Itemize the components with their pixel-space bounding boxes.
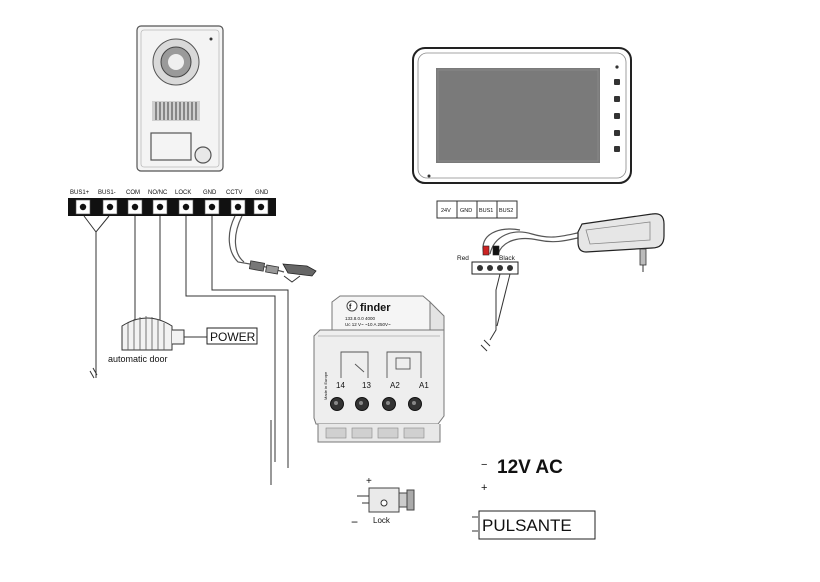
power-label: POWER: [210, 330, 256, 344]
terminal-label: CCTV: [226, 190, 242, 196]
monitor-terminal-label: BUS1: [479, 208, 493, 214]
terminal-label: COM: [126, 190, 140, 196]
monitor-side-buttons: [614, 65, 620, 152]
relay-terminal-label: 14: [336, 381, 345, 390]
terminal-label: NO/NC: [148, 190, 168, 196]
red-wire-label: Red: [457, 255, 469, 262]
lock-label: Lock: [373, 516, 391, 525]
lock-plus-label: +: [366, 476, 372, 487]
relay-terminal-label: 13: [362, 381, 371, 390]
monitor-terminal-label: GND: [460, 208, 472, 214]
indoor-monitor: [412, 47, 632, 184]
pushbutton-label: PULSANTE: [482, 516, 572, 535]
monitor-screen: [436, 68, 600, 163]
power-adapter: Red Black: [457, 213, 665, 352]
pushbutton-box: [478, 510, 596, 540]
terminal-label: BUS1+: [70, 190, 90, 196]
relay-side-text: Made in Europe: [323, 371, 328, 400]
supply-minus-label: −: [481, 459, 487, 471]
speaker-grille: [152, 101, 200, 121]
power-supply-12vac: − 12V AC +: [481, 457, 563, 494]
svg-text:f: f: [349, 304, 352, 311]
supply-label: 12V AC: [497, 457, 563, 478]
black-wire-connector: [492, 245, 500, 256]
monitor-terminal-label: BUS2: [499, 208, 513, 214]
power-box: [206, 327, 258, 345]
name-card: [150, 132, 192, 161]
camera-lens: [152, 37, 213, 86]
pushbutton: PULSANTE: [472, 510, 596, 540]
relay-brand: finder: [360, 302, 391, 314]
cctv-cable: [228, 215, 317, 283]
terminal-label: GND: [255, 190, 269, 196]
relay-screws: [330, 397, 422, 411]
terminal-label: GND: [203, 190, 217, 196]
relay-terminal-label: A1: [419, 381, 429, 390]
relay-schematic: [340, 351, 422, 378]
automatic-door-label: automatic door: [108, 354, 168, 364]
monitor-terminal-strip: 24V GND BUS1 BUS2: [436, 200, 518, 219]
electric-lock: + − Lock: [351, 476, 415, 529]
call-button: [194, 146, 212, 164]
automatic-door: POWER automatic door: [108, 316, 258, 364]
relay-rating-line: Uc 12 V~ ~10 A 250V~: [345, 322, 391, 327]
relay-model-line: 133.8.0.0 4000: [345, 316, 376, 321]
bus-connector-block: [471, 261, 519, 275]
monitor-terminal-label: 24V: [441, 208, 451, 214]
black-wire-label: Black: [499, 255, 516, 262]
red-wire-connector: [482, 245, 490, 256]
outdoor-wiring: [83, 215, 317, 485]
lock-minus-label: −: [351, 515, 358, 529]
outdoor-terminal-block: BUS1+ BUS1- COM NO/NC LOCK GND CCTV GND: [68, 190, 276, 216]
terminal-label: BUS1-: [98, 190, 116, 196]
terminal-label: LOCK: [175, 190, 191, 196]
finder-logo: f finder: [346, 300, 391, 314]
relay-terminal-label: A2: [390, 381, 400, 390]
supply-plus-label: +: [481, 482, 487, 494]
outdoor-panel: [136, 25, 224, 172]
finder-relay: f finder 133.8.0.0 4000 Uc 12 V~ ~10 A 2…: [313, 295, 445, 443]
